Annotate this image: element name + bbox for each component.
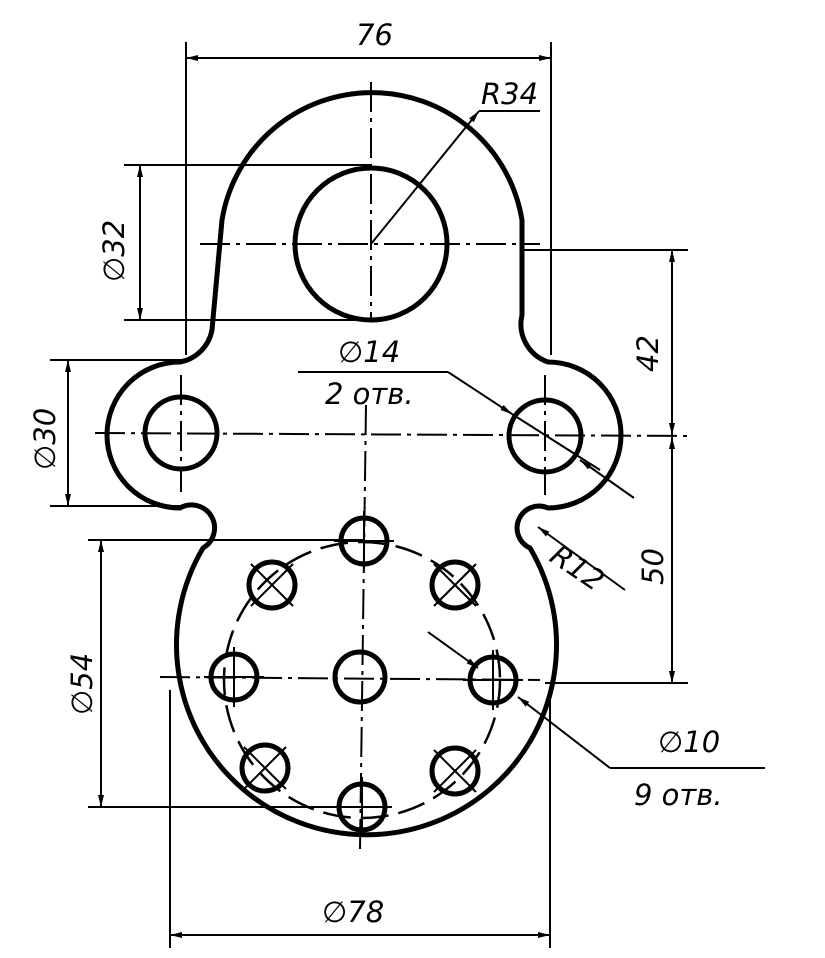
- svg-text:∅32: ∅32: [97, 220, 131, 282]
- dim-diameter-14: ∅14 2 отв.: [298, 335, 635, 499]
- bolt-hole-lower-left: [239, 742, 291, 794]
- diameter-symbol-30: ∅: [28, 445, 62, 470]
- diameter-symbol-10: ∅: [658, 725, 683, 759]
- svg-text:∅14: ∅14: [338, 335, 400, 369]
- diameter-symbol-14: ∅: [338, 335, 363, 369]
- dim-width-76: 76: [185, 18, 552, 355]
- dim-label-r12: R12: [544, 538, 610, 598]
- diameter-symbol-78: ∅: [322, 895, 347, 929]
- dim-vertical-50: 50: [545, 437, 688, 684]
- dim-label-42: 42: [631, 335, 665, 372]
- dim-diameter-78: ∅78: [169, 690, 551, 948]
- diameter-symbol-54: ∅: [65, 690, 99, 715]
- dim-label-54: 54: [65, 653, 99, 690]
- dim-radius-34: R34: [370, 77, 540, 245]
- dim-vertical-42: 42: [522, 249, 688, 435]
- dim-label-14: 14: [363, 335, 400, 369]
- dim-label-holes-9: 9 отв.: [634, 778, 723, 812]
- dim-label-10: 10: [683, 725, 720, 759]
- bolt-hole-lower-right: [429, 745, 481, 797]
- bolt-hole-upper-right: [429, 559, 481, 611]
- diameter-symbol-32: ∅: [97, 257, 131, 282]
- svg-text:∅30: ∅30: [28, 408, 62, 470]
- center-hole: [332, 649, 388, 705]
- dim-label-30: 30: [28, 408, 62, 445]
- svg-text:∅78: ∅78: [322, 895, 384, 929]
- dim-diameter-10: ∅10 9 отв.: [427, 631, 765, 812]
- dim-diameter-54: ∅54: [65, 539, 364, 808]
- dim-diameter-32: ∅32: [97, 164, 371, 321]
- centerline-main-horizontal: [159, 676, 541, 681]
- dim-radius-12: R12: [537, 526, 626, 598]
- svg-text:∅54: ∅54: [65, 653, 99, 715]
- dim-label-32: 32: [97, 220, 131, 257]
- dim-diameter-30: ∅30: [28, 359, 181, 507]
- dim-label-76: 76: [356, 18, 393, 52]
- dim-label-holes-2: 2 отв.: [325, 377, 414, 411]
- dim-label-r34: R34: [481, 77, 538, 111]
- centerline-ears-horizontal: [94, 432, 691, 437]
- svg-text:∅10: ∅10: [658, 725, 720, 759]
- dim-label-50: 50: [636, 548, 670, 585]
- part-outline: [104, 90, 624, 838]
- centerline-main-vertical: [359, 404, 367, 851]
- dim-label-78: 78: [347, 895, 384, 929]
- bolt-hole-upper-left: [246, 559, 298, 611]
